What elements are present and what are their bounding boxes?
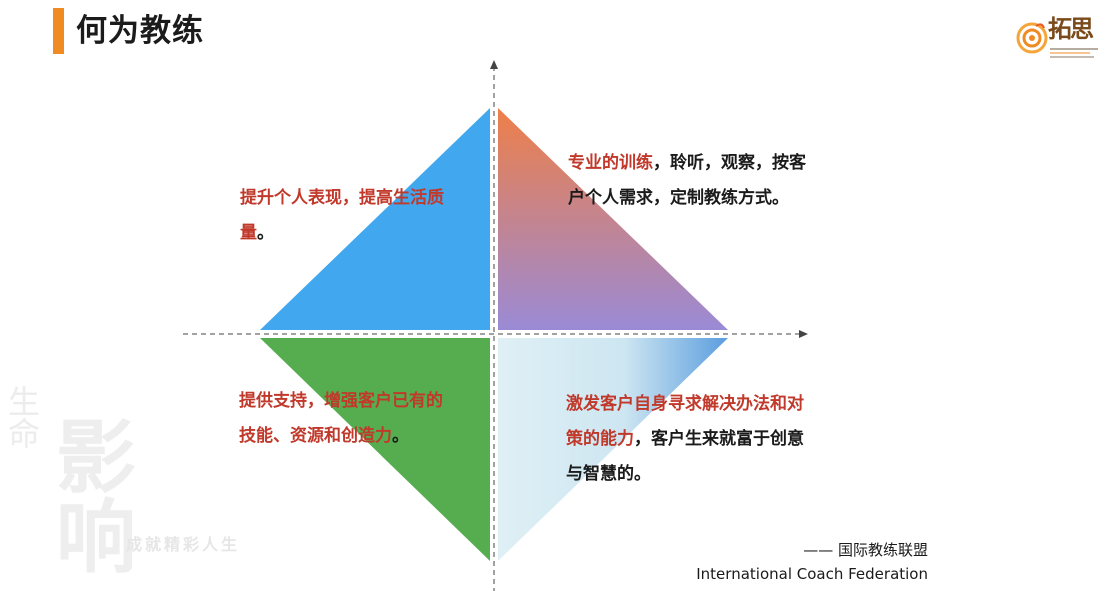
top-right-quadrant [498,108,728,330]
quote-source-cn: —— 国际教练联盟 [803,541,928,559]
quote-source-en: International Coach Federation [696,565,928,583]
bottom-right-text: 激发客户自身寻求解决办法和对策的能力，客户生来就富于创意与智慧的。 [566,387,811,492]
top-left-text: 提升个人表现，提高生活质量。 [240,181,460,251]
bottom-left-rest: 。 [392,426,409,446]
top-left-highlight: 提升个人表现，提高生活质量 [240,188,444,243]
watermark-slogan: 成就精彩人生 [126,535,240,554]
company-logo: 拓思 [1012,10,1102,62]
watermark-chars-2: 影响 [43,415,137,575]
quote-attribution: —— 国际教练联盟 International Coach Federation [696,538,928,586]
bottom-left-highlight: 提供支持，增强客户已有的技能、资源和创造力 [239,391,443,446]
vertical-axis-arrow [490,60,498,69]
logo-text: 拓思 [1048,14,1094,43]
top-right-highlight: 专业的训练 [568,153,653,173]
top-left-rest: 。 [257,223,274,243]
bottom-left-text: 提供支持，增强客户已有的技能、资源和创造力。 [239,384,459,454]
bottom-right-rest: ，客户生来就富于创意与智慧的。 [566,429,804,484]
bottom-left-quadrant [260,338,490,561]
bottom-right-highlight: 激发客户自身寻求解决办法和对策的能力 [566,394,804,449]
watermark-calligraphy: 生命 影响 成就精彩人生 [3,385,240,575]
top-right-rest: ，聆听，观察，按客户个人需求，定制教练方式。 [568,153,806,208]
title-accent-bar [53,8,64,54]
top-left-quadrant [260,108,490,330]
horizontal-axis-arrow [799,330,808,338]
bottom-right-quadrant [498,338,728,561]
slide-title: 何为教练 [76,13,204,49]
logo-subtitle-lines [1050,48,1098,58]
watermark-chars-1: 生命 [3,385,41,449]
swirl-logo-icon [1016,22,1048,54]
top-right-text: 专业的训练，聆听，观察，按客户个人需求，定制教练方式。 [568,146,808,216]
